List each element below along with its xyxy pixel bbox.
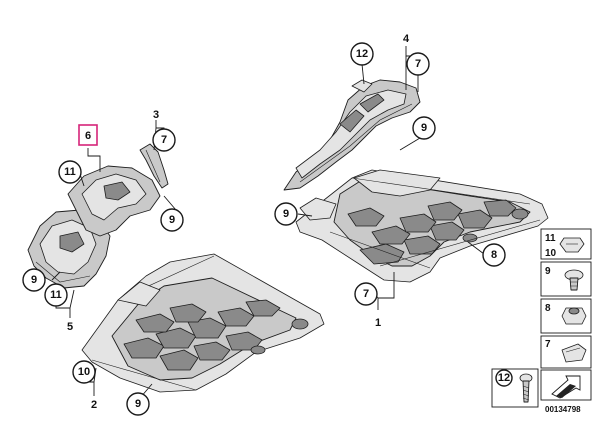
callout-c12: 10 xyxy=(72,360,96,384)
legend-label-11: 11 xyxy=(545,233,556,244)
callout-c11: 11 xyxy=(44,283,68,307)
highlighted-part-number: 6 xyxy=(85,130,91,142)
callout-label: 9 xyxy=(31,274,37,286)
callout-label: 11 xyxy=(50,289,62,301)
callout-label: 9 xyxy=(169,214,175,226)
callout-c10: 9 xyxy=(22,268,46,292)
group-label-3: 3 xyxy=(153,109,159,121)
spring-clip-icon xyxy=(561,343,587,363)
legend-label-7: 7 xyxy=(545,339,551,350)
callout-c8: 11 xyxy=(58,160,82,184)
clip-nut-icon xyxy=(559,237,585,253)
callout-label: 10 xyxy=(78,366,90,378)
callout-c6: 7 xyxy=(354,282,378,306)
heat-shield-4 xyxy=(283,79,421,191)
callout-label: 7 xyxy=(415,58,421,70)
callout-c3: 9 xyxy=(412,116,436,140)
group-label-4: 4 xyxy=(403,33,410,45)
document-number: 00134798 xyxy=(545,405,581,414)
screw-icon xyxy=(519,373,533,403)
underbody-panel-1 xyxy=(295,169,549,283)
shield-part-6 xyxy=(67,165,161,237)
callout-c5: 8 xyxy=(482,243,506,267)
legend-label-9: 9 xyxy=(545,266,551,277)
callout-c2: 7 xyxy=(406,52,430,76)
direction-arrow-icon xyxy=(540,369,592,401)
bracket-part-3 xyxy=(139,143,169,189)
group-label-1: 1 xyxy=(375,317,381,329)
callout-c7: 7 xyxy=(152,128,176,152)
callout-label: 8 xyxy=(491,249,497,261)
callout-c4: 9 xyxy=(274,202,298,226)
legend-label-8: 8 xyxy=(545,303,551,314)
highlighted-part-label: 6 xyxy=(78,124,98,146)
callout-c1: 12 xyxy=(350,42,374,66)
callout-label: 12 xyxy=(498,372,510,384)
fastener-legend: 11 10 9 8 7 xyxy=(540,228,592,369)
callout-c9: 9 xyxy=(160,208,184,232)
hex-nut-icon xyxy=(561,307,587,325)
callout-label: 11 xyxy=(64,166,76,178)
group-label-2: 2 xyxy=(91,399,97,411)
callout-c13: 9 xyxy=(126,392,150,416)
underbody-panel-2 xyxy=(81,253,325,393)
callout-label: 9 xyxy=(135,398,141,410)
legend-label-10: 10 xyxy=(545,248,557,259)
group-label-5: 5 xyxy=(67,321,73,333)
callout-label: 7 xyxy=(161,134,167,146)
callout-label: 7 xyxy=(363,288,369,300)
callout-label: 12 xyxy=(356,48,368,60)
expansion-rivet-icon xyxy=(564,269,584,291)
callout-label: 9 xyxy=(283,208,289,220)
legend-screw-box: 12 xyxy=(491,368,539,408)
callout-label: 9 xyxy=(421,122,427,134)
